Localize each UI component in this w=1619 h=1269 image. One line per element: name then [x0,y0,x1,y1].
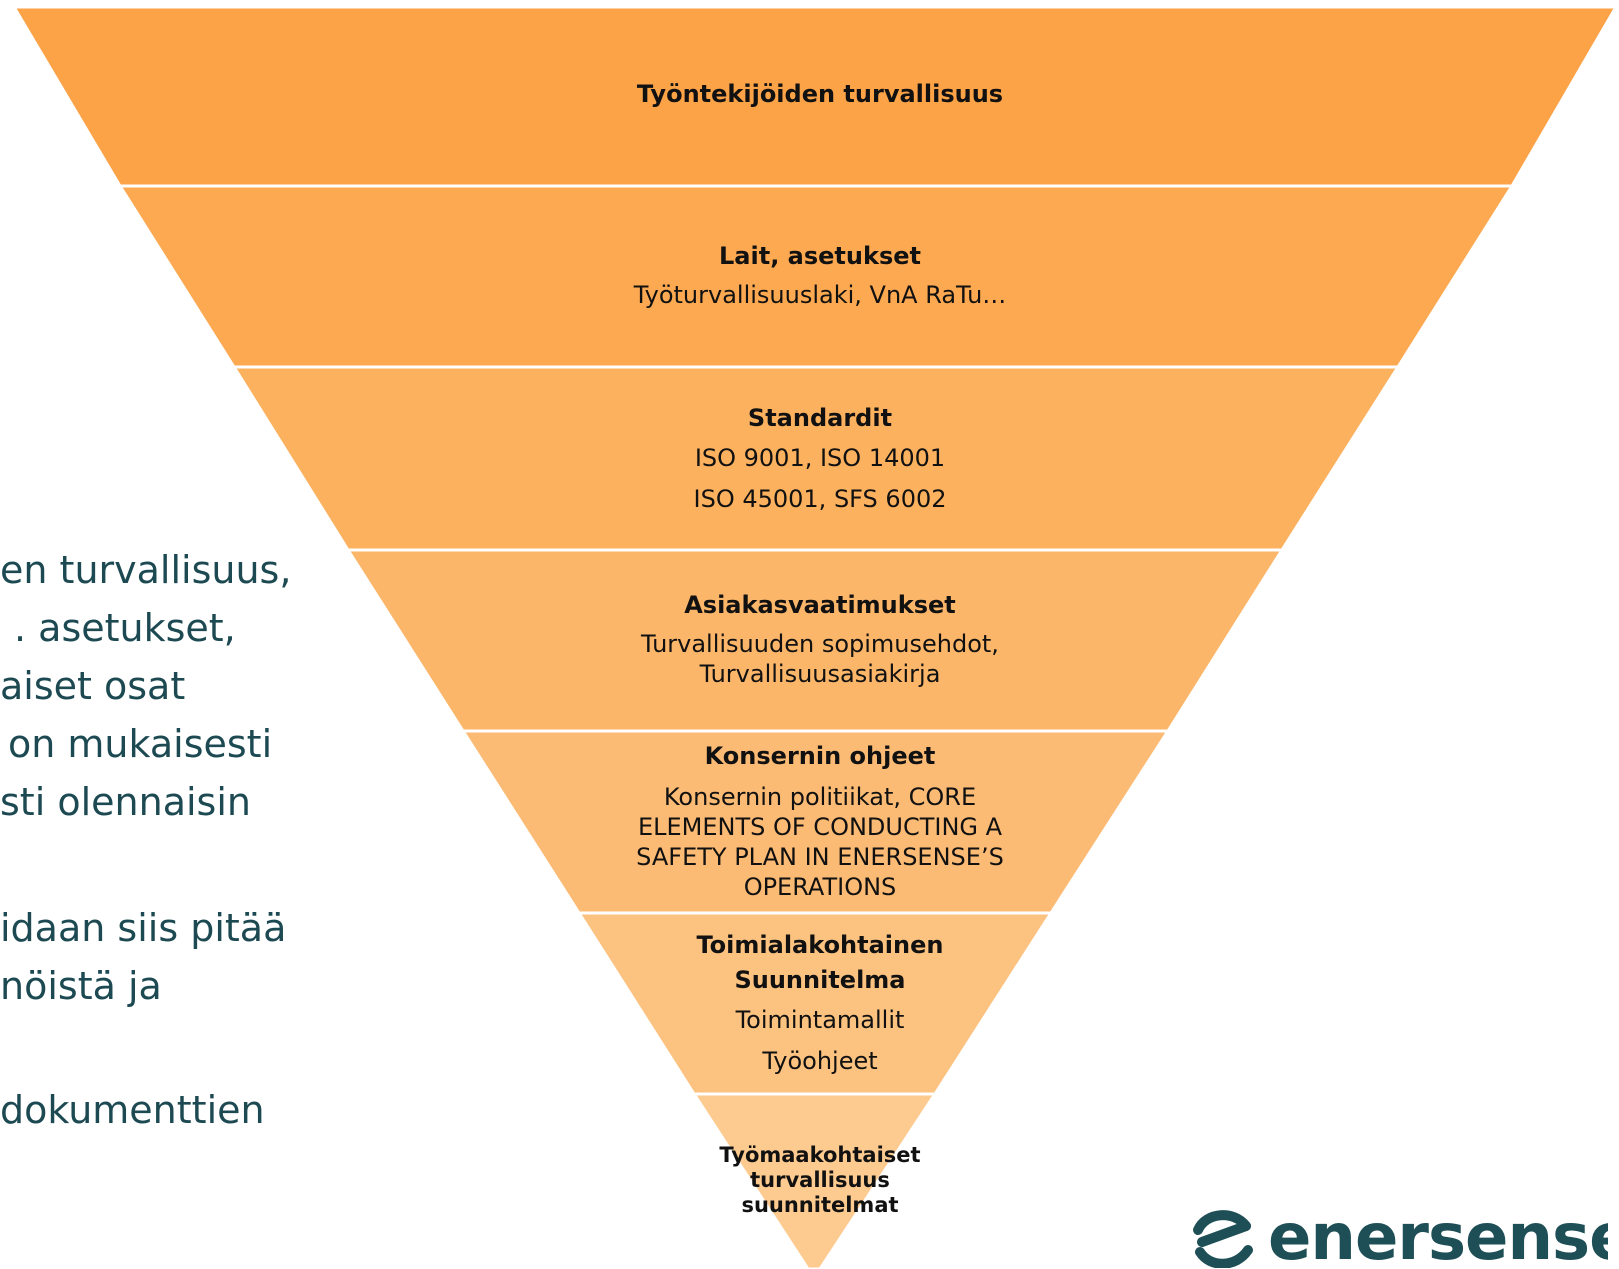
enersense-logo: enersense [1188,1198,1608,1269]
layer-title: Työntekijöiden turvallisuus [636,80,1004,108]
body-text-line: dokumenttien [0,1088,265,1132]
layer-label-site-safety-plans: Työmaakohtaiset turvallisuus suunnitelma… [680,1143,960,1218]
layer-description: Turvallisuuden sopimusehdot, [641,630,999,658]
body-text-line: on mukaisesti [8,722,273,766]
body-text-line: nöistä ja [0,964,162,1008]
layer-label-laws: Lait, asetukset Työturvallisuuslaki, VnA… [500,240,1140,310]
layer-title: turvallisuus [750,1168,890,1192]
layer-description: SAFETY PLAN IN ENERSENSE’S [636,843,1004,871]
layer-description: ISO 45001, SFS 6002 [693,485,947,513]
body-text-line: aiset osat [0,664,186,708]
layer-description: Työohjeet [762,1047,878,1075]
layer-title: Lait, asetukset [719,242,921,270]
layer-label-group-instructions: Konsernin ohjeet Konsernin politiikat, C… [580,740,1060,902]
enersense-logo-wordmark: enersense [1268,1201,1608,1269]
layer-label-workers-safety: Työntekijöiden turvallisuus [500,78,1140,110]
layer-title: Konsernin ohjeet [704,742,936,770]
body-text-line: sti olennaisin [0,780,251,824]
layer-description: ISO 9001, ISO 14001 [694,444,946,472]
layer-description: Työturvallisuuslaki, VnA RaTu… [633,281,1007,309]
layer-title: Työmaakohtaiset [719,1143,921,1167]
layer-title: Suunnitelma [734,966,906,994]
layer-description: Turvallisuusasiakirja [699,660,941,688]
layer-label-customer-requirements: Asiakasvaatimukset Turvallisuuden sopimu… [560,589,1080,689]
layer-description: Toimintamallit [735,1006,905,1034]
layer-title: Standardit [747,404,893,432]
layer-description: ELEMENTS OF CONDUCTING A [637,813,1003,841]
pyramid-layer-7 [691,1092,938,1269]
layer-title: suunnitelmat [741,1193,899,1217]
body-text-line: idaan siis pitää [0,906,287,950]
layer-title: Toimialakohtainen [696,931,944,959]
body-text-line: . asetukset, [14,606,236,650]
layer-description: OPERATIONS [743,873,897,901]
body-text-line: en turvallisuus, [0,548,292,592]
layer-description: Konsernin politiikat, CORE [663,783,977,811]
layer-title: Asiakasvaatimukset [684,591,956,619]
layer-label-standards: Standardit ISO 9001, ISO 14001 ISO 45001… [500,402,1140,520]
layer-label-industry-plan: Toimialakohtainen Suunnitelma Toimintama… [640,930,1000,1082]
enersense-logo-icon [1193,1210,1253,1268]
left-body-text: en turvallisuus, . asetukset, aiset osat… [0,548,360,1148]
